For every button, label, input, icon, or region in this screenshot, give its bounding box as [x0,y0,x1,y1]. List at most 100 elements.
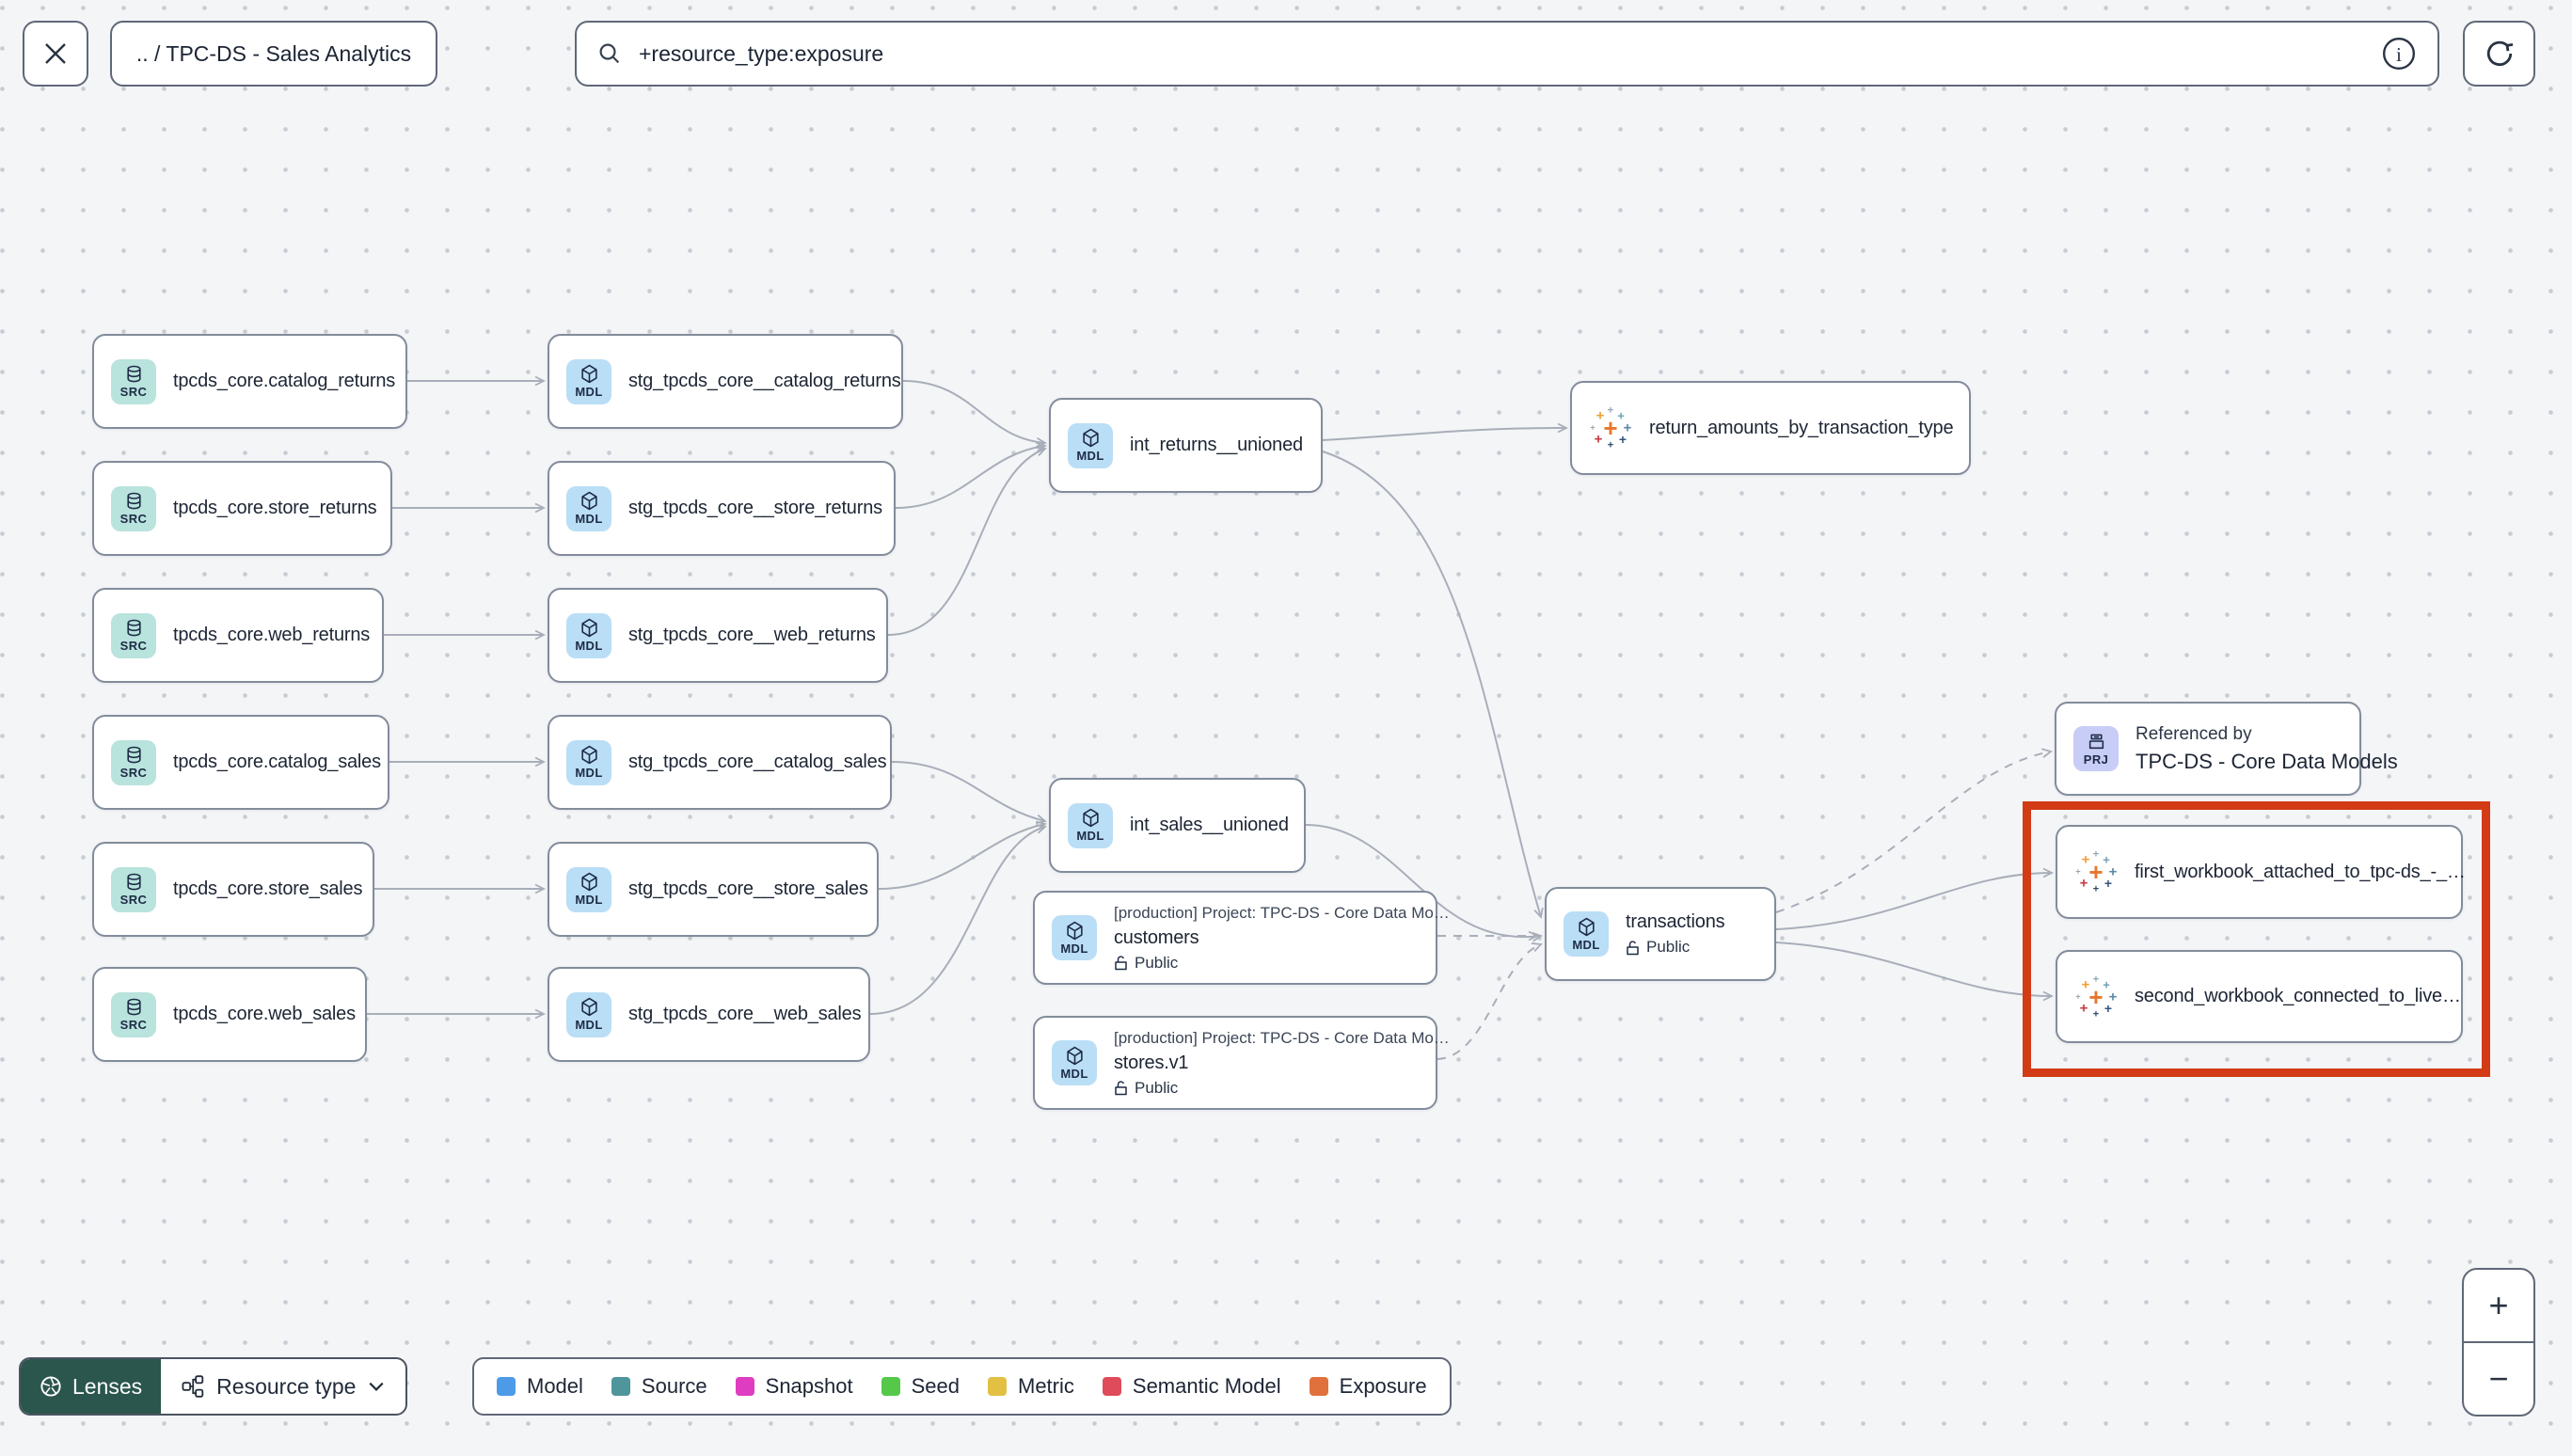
zoom-in-button[interactable]: + [2464,1270,2533,1343]
legend-swatch [1102,1377,1121,1396]
search-input[interactable] [637,40,2366,68]
node-text: first_workbook_attached_to_tpc-ds_-_… [2135,862,2466,883]
badge-label: PRJ [2083,752,2109,767]
legend-item-model: Model [497,1374,583,1399]
cube-icon [580,997,597,1017]
database-icon [126,619,141,637]
node-stores.v1[interactable]: MDL[production] Project: TPC-DS - Core D… [1033,1016,1450,1110]
badge-label: MDL [575,512,603,526]
edge-dashed [1437,942,1543,1060]
legend-item-seed: Seed [881,1374,960,1399]
lenses-label: Lenses [72,1373,143,1399]
legend-swatch [611,1377,630,1396]
edge [887,447,1047,636]
src-badge: SRC [111,739,156,785]
cube-icon [580,745,597,765]
node-access: Public [1626,938,1724,957]
legend-swatch [735,1377,754,1396]
node-first_workbook[interactable]: +++++++++first_workbook_attached_to_tpc-… [2056,825,2466,919]
info-icon[interactable]: i [2381,36,2417,71]
node-return_amounts_by_transaction_type[interactable]: +++++++++return_amounts_by_transaction_t… [1570,381,1971,475]
src-badge: SRC [111,358,156,404]
resource-type-dropdown[interactable]: Resource type [161,1359,405,1414]
tableau-plus-glyph: + [1594,431,1603,448]
node-text: stg_tpcds_core__web_sales [628,1004,862,1025]
edge [1775,867,2055,930]
node-title: int_returns__unioned [1130,435,1303,455]
node-int_returns__unioned[interactable]: MDL int_returns__unioned [1049,398,1323,493]
node-text: tpcds_core.catalog_returns [173,371,395,392]
refresh-icon [2486,40,2513,67]
edge [869,824,1047,1015]
node-customers[interactable]: MDL[production] Project: TPC-DS - Core D… [1033,891,1450,985]
node-stg_tpcds_core__web_returns[interactable]: MDL stg_tpcds_core__web_returns [548,588,888,683]
node-text: [production] Project: TPC-DS - Core Data… [1114,904,1450,973]
breadcrumb[interactable]: .. / TPC-DS - Sales Analytics [110,21,437,87]
edge [902,380,1048,448]
database-icon [126,365,141,383]
legend-label: Metric [1018,1374,1074,1398]
node-title: stg_tpcds_core__catalog_sales [628,752,887,772]
tableau-plus-glyph: + [2075,991,2081,1001]
node-text: int_sales__unioned [1130,815,1289,836]
edge-dashed [1775,748,2053,913]
node-title: tpcds_core.web_sales [173,1004,356,1024]
cube-icon [580,491,597,511]
src-badge: SRC [111,485,156,531]
refresh-button[interactable] [2463,21,2535,87]
close-button[interactable] [23,21,88,87]
node-title: return_amounts_by_transaction_type [1649,417,1954,438]
node-stg_tpcds_core__web_sales[interactable]: MDL stg_tpcds_core__web_sales [548,967,870,1062]
zoom-out-button[interactable]: − [2464,1343,2533,1415]
node-title: tpcds_core.store_sales [173,878,363,899]
node-tpcds_core.catalog_returns[interactable]: SRC tpcds_core.catalog_returns [92,334,407,429]
badge-label: SRC [119,639,148,653]
mdl-badge: MDL [1068,802,1113,848]
lenses-toolbar: Lenses Resource type [19,1357,408,1416]
database-icon [126,998,141,1016]
badge-label: MDL [575,893,603,907]
tableau-plus-glyph: + [2104,1000,2113,1016]
node-title: second_workbook_connected_to_live… [2135,986,2461,1006]
tableau-plus-glyph: + [2079,875,2088,892]
tableau-plus-glyph: + [1596,407,1605,424]
badge-label: MDL [1076,829,1104,843]
mdl-badge: MDL [1564,911,1609,957]
edge [1322,422,1569,441]
node-title: customers [1114,926,1199,948]
badge-label: SRC [119,512,148,526]
legend-item-exposure: Exposure [1309,1374,1427,1399]
tableau-plus-glyph: + [2081,851,2090,868]
mdl-badge: MDL [1068,422,1113,468]
zoom-in-icon: + [2488,1286,2509,1324]
badge-label: SRC [119,385,148,399]
legend-item-snapshot: Snapshot [735,1374,853,1399]
highlight-rect [2023,801,2490,1077]
legend-swatch [881,1377,900,1396]
cube-icon [580,618,597,638]
lenses-button[interactable]: Lenses [21,1359,162,1414]
node-pretitle: Referenced by [2135,723,2252,744]
badge-label: MDL [575,1018,603,1032]
badge-label: MDL [575,639,603,653]
node-second_workbook[interactable]: +++++++++second_workbook_connected_to_li… [2056,950,2463,1043]
node-text: stg_tpcds_core__web_returns [628,625,876,646]
tableau-plus-glyph: + [2104,876,2113,891]
node-subtitle: [production] Project: TPC-DS - Core Data… [1114,1028,1450,1047]
mdl-badge: MDL [566,485,611,531]
node-int_sales__unioned[interactable]: MDL int_sales__unioned [1049,778,1306,873]
tableau-plus-glyph: + [1603,414,1618,442]
